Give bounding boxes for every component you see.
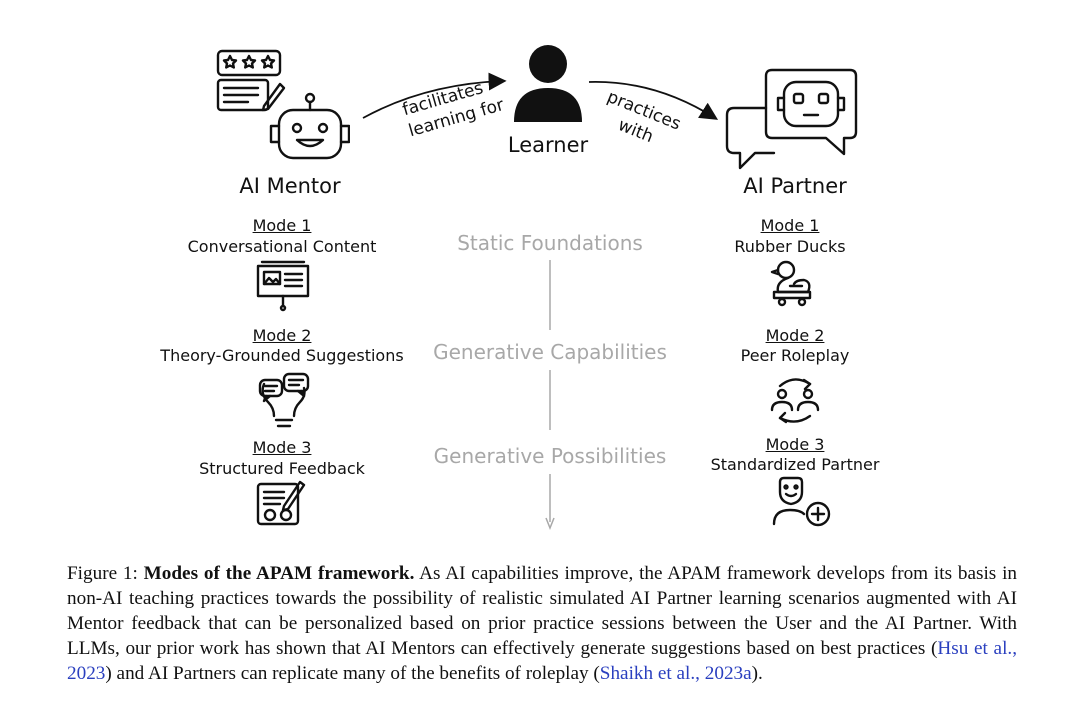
facilitates-arrow bbox=[362, 72, 507, 119]
mentor-mode3-label: Mode 3 bbox=[252, 438, 312, 457]
mentor-mode2-desc: Theory-Grounded Suggestions bbox=[160, 346, 404, 365]
citation-shaikh[interactable]: Shaikh et al., 2023a bbox=[599, 663, 752, 684]
partner-mode3-label: Mode 3 bbox=[765, 435, 825, 454]
robot-icon bbox=[269, 92, 350, 160]
partner-mode3-desc: Standardized Partner bbox=[710, 455, 880, 474]
mentor-mode2-label: Mode 2 bbox=[252, 326, 312, 345]
caption-text1: As AI capabilities improve, the APAM fra… bbox=[67, 563, 1017, 659]
rubber-duck-icon bbox=[770, 260, 812, 307]
ai-mentor-title: AI Mentor bbox=[239, 174, 341, 198]
chat-robot-icon bbox=[725, 68, 858, 170]
stage-generative-possibilities: Generative Possibilities bbox=[433, 444, 667, 468]
partner-mode2-label: Mode 2 bbox=[765, 326, 825, 345]
arrows-layer bbox=[362, 72, 719, 120]
caption-text3: ). bbox=[751, 663, 763, 684]
stage-static-foundations: Static Foundations bbox=[457, 231, 643, 255]
caption-prefix: Figure 1: bbox=[67, 563, 144, 584]
learner-title: Learner bbox=[507, 133, 589, 157]
mentor-mode1-desc: Conversational Content bbox=[187, 237, 377, 256]
peer-exchange-icon bbox=[770, 378, 820, 424]
mentor-mode1-label: Mode 1 bbox=[252, 216, 312, 235]
partner-mode1-label: Mode 1 bbox=[760, 216, 820, 235]
citation-hsu[interactable]: Hsu et al., 2023 bbox=[67, 638, 1017, 684]
partner-mode1-desc: Rubber Ducks bbox=[734, 237, 846, 256]
stage-generative-capabilities: Generative Capabilities bbox=[433, 340, 667, 364]
practices-arrow bbox=[588, 81, 719, 120]
lightbulb-chat-icon bbox=[258, 372, 310, 428]
partner-mode2-desc: Peer Roleplay bbox=[740, 346, 850, 365]
caption-bold: Modes of the APAM framework. bbox=[143, 563, 415, 584]
person-icon bbox=[514, 45, 582, 122]
figure-caption: Figure 1: Modes of the APAM framework. A… bbox=[67, 561, 1017, 686]
ai-partner-title: AI Partner bbox=[743, 174, 847, 198]
caption-text2: ) and AI Partners can replicate many of … bbox=[105, 663, 600, 684]
presentation-board-icon bbox=[256, 260, 310, 312]
progression-arrow bbox=[545, 260, 555, 531]
mentor-mode3-desc: Structured Feedback bbox=[199, 459, 365, 478]
masked-person-icon bbox=[772, 476, 831, 527]
feedback-form-icon bbox=[256, 480, 306, 526]
review-card-icon bbox=[216, 49, 286, 112]
